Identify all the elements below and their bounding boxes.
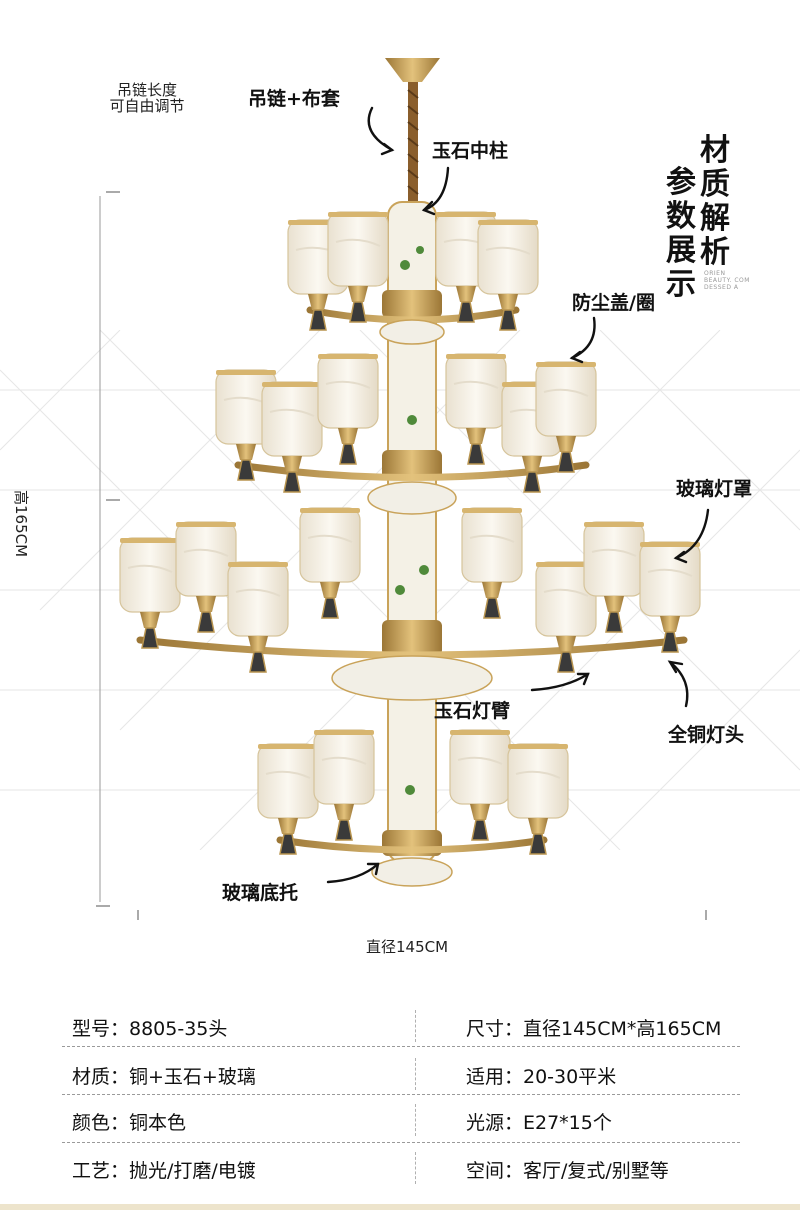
row-divider: [62, 1046, 740, 1047]
row-separator: [415, 1104, 416, 1136]
spec-material: 材质：铜+玉石+玻璃: [72, 1066, 256, 1088]
spec-color: 颜色：铜本色: [72, 1112, 187, 1134]
row-divider: [62, 1094, 740, 1095]
callout-copper-head: 全铜灯头: [668, 724, 745, 746]
callout-glass-base: 玻璃底托: [222, 882, 299, 904]
vertical-title-right: 材 质 解 析: [700, 134, 734, 270]
chain-length-note: 吊链长度 可自由调节: [92, 82, 202, 114]
spec-craft: 工艺：抛光/打磨/电镀: [72, 1160, 256, 1182]
row-separator: [415, 1058, 416, 1090]
chain-length-line1: 吊链长度: [116, 81, 177, 99]
title-char: 展: [666, 233, 696, 268]
callout-dust-cover: 防尘盖/圈: [572, 292, 655, 314]
callout-jade-column: 玉石中柱: [432, 140, 509, 162]
small-text-line: BEAUTY. COM: [704, 277, 750, 284]
chandelier-image: [96, 58, 710, 920]
callout-glass-shade: 玻璃灯罩: [676, 478, 753, 500]
small-brand-text: ORIEN BEAUTY. COM DESSED A: [704, 270, 750, 291]
height-label: 高165CM: [12, 490, 30, 558]
vertical-title-left: 参 数 展 示: [666, 166, 700, 302]
spec-area: 适用：20-30平米: [466, 1066, 617, 1088]
spec-size: 尺寸：直径145CM*高165CM: [466, 1018, 722, 1040]
spec-light-source: 光源：E27*15个: [466, 1112, 612, 1134]
title-char: 参: [666, 165, 696, 200]
spec-table: 型号：8805-35头 尺寸：直径145CM*高165CM 材质：铜+玉石+玻璃…: [0, 1000, 800, 1210]
bottom-band: [0, 1204, 800, 1210]
spec-model: 型号：8805-35头: [72, 1018, 228, 1040]
callout-chain: 吊链+布套: [248, 88, 340, 110]
title-char: 析: [700, 235, 730, 270]
title-char: 数: [666, 199, 696, 234]
title-char: 示: [666, 267, 696, 302]
title-char: 材: [700, 133, 730, 168]
callout-jade-arm: 玉石灯臂: [434, 700, 511, 722]
diameter-label: 直径145CM: [366, 938, 449, 956]
small-text-line: DESSED A: [704, 284, 739, 291]
row-separator: [415, 1152, 416, 1184]
row-separator: [415, 1010, 416, 1042]
chain-length-line2: 可自由调节: [109, 97, 185, 115]
title-char: 质: [700, 167, 730, 202]
row-divider: [62, 1142, 740, 1143]
title-char: 解: [700, 201, 730, 236]
small-text-line: ORIEN: [704, 270, 726, 277]
spec-space: 空间：客厅/复式/别墅等: [466, 1160, 669, 1182]
